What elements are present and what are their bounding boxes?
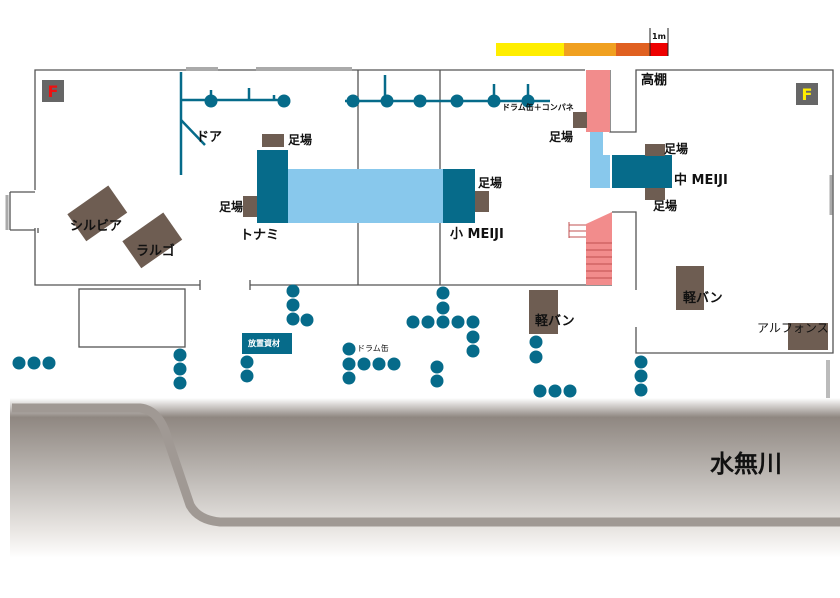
- open-area: [78, 288, 186, 348]
- floor-letter-right: F: [801, 84, 813, 104]
- scale-segment: [650, 43, 668, 56]
- label-largo: ラルゴ: [136, 244, 175, 259]
- pipe-structure-left: [179, 72, 290, 175]
- label-mid-meiji: 中 MEIJI: [674, 173, 728, 188]
- label-material-box: 放置資材: [248, 339, 280, 348]
- label-drum: ドラム缶: [357, 344, 389, 353]
- label-scaffold: 足場: [653, 199, 678, 213]
- label-light-van: 軽バン: [535, 314, 575, 329]
- label-door: ドア: [196, 130, 223, 145]
- pipe-joints: [204, 94, 535, 108]
- tonami-truck-cab: [257, 150, 288, 223]
- label-light-van: 軽バン: [683, 291, 723, 306]
- label-river: 水無川: [710, 450, 782, 478]
- river-channel: [12, 403, 840, 527]
- label-high-shelf: 高棚: [641, 73, 668, 88]
- label-scaffold: 足場: [288, 133, 313, 147]
- scaffold-block: [475, 191, 489, 212]
- label-tonami: トナミ: [240, 228, 280, 243]
- floor-marker-right: F: [796, 83, 818, 105]
- scale-segment: [496, 43, 564, 56]
- mid-meiji-bed: [586, 132, 610, 188]
- pipe-structure-right: [345, 75, 550, 103]
- sylvia-car: [67, 185, 128, 242]
- mid-meiji-truck: [612, 155, 672, 188]
- largo-car: [122, 212, 183, 269]
- building-walls: [9, 69, 834, 354]
- river-area: [10, 398, 840, 558]
- scaffold-block: [262, 134, 284, 147]
- material-box: [242, 333, 292, 354]
- label-scaffold: 足場: [664, 142, 689, 156]
- floor-letter-left: F: [47, 81, 59, 101]
- label-sylvia: シルビア: [70, 219, 123, 234]
- drum-cans: [12, 284, 648, 398]
- tonami-truck-bed: [288, 169, 443, 223]
- scale-segment: [616, 43, 650, 56]
- label-scaffold: 足場: [219, 200, 244, 214]
- label-scaffold: 足場: [549, 130, 574, 144]
- scale-segment: [564, 43, 616, 56]
- light-van-center: [529, 290, 558, 334]
- light-van-right: [676, 266, 704, 310]
- pink-shelf-upper: [586, 70, 610, 132]
- scaffold-block: [645, 188, 665, 200]
- scaffold-block: [645, 144, 665, 156]
- label-drum-compane: ドラム缶＋コンパネ: [502, 103, 574, 112]
- scaffold-block: [243, 196, 257, 217]
- alphons-car: [788, 323, 828, 350]
- scale-bar: [496, 28, 669, 56]
- label-scaffold: 足場: [478, 176, 503, 190]
- floor-marker-left: F: [42, 80, 64, 102]
- label-small-meiji: 小 MEIJI: [450, 227, 504, 242]
- scale-label: 1m: [652, 32, 666, 41]
- stairs: [586, 212, 612, 285]
- scaffold-block: [573, 112, 587, 128]
- small-meiji-truck-cab: [443, 169, 475, 223]
- stairs-steps: [568, 222, 612, 279]
- label-alphons: アルフォンス: [757, 321, 829, 335]
